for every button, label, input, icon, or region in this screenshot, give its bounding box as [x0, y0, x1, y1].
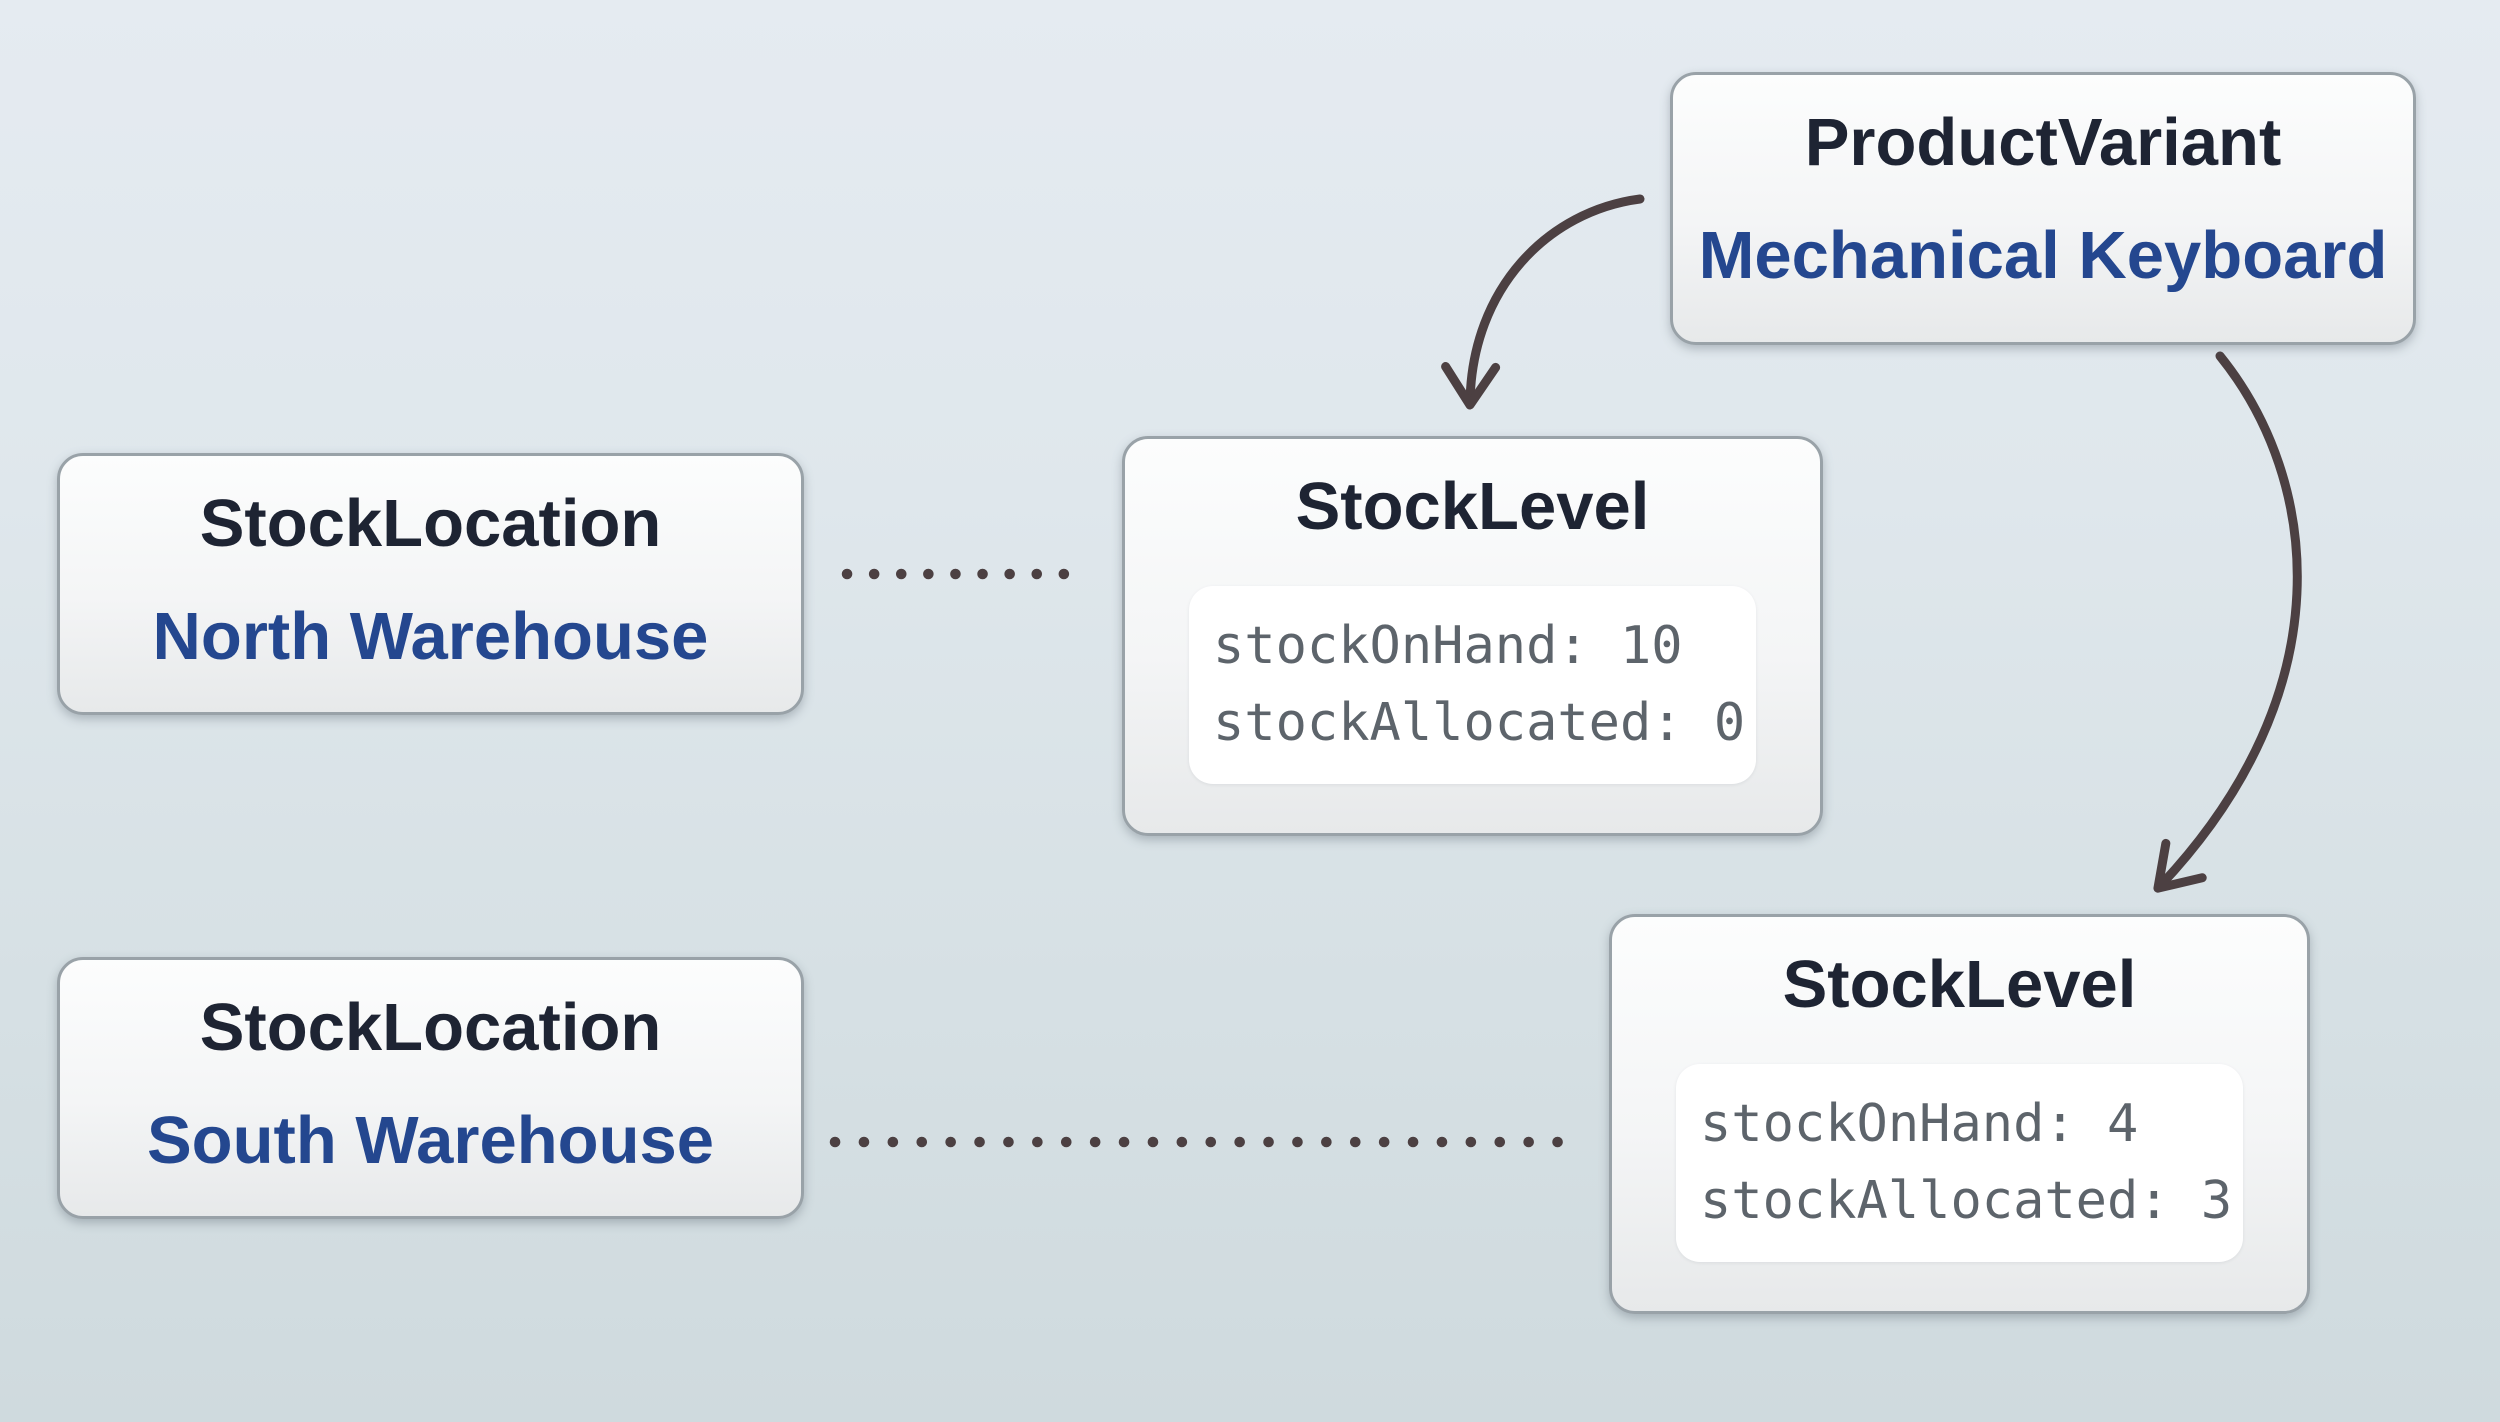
- entity-type-label: StockLocation: [199, 990, 662, 1065]
- node-stock-location-south: StockLocation South Warehouse: [57, 957, 804, 1219]
- stock-fields-panel: stockOnHand: 4 stockAllocated: 3: [1676, 1064, 2243, 1262]
- node-stock-level-south: StockLevel stockOnHand: 4 stockAllocated…: [1609, 914, 2310, 1314]
- entity-type-label: StockLevel: [1295, 469, 1650, 544]
- stock-allocated-field: stockAllocated: 3: [1700, 1170, 2233, 1231]
- stock-on-hand-field: stockOnHand: 10: [1213, 616, 1683, 676]
- node-product-variant: ProductVariant Mechanical Keyboard: [1670, 72, 2416, 345]
- arrow-productvariant-to-stocklevel-north: [1441, 194, 1645, 410]
- arrow-productvariant-to-stocklevel-south: [2153, 351, 2302, 893]
- stock-on-hand-field: stockOnHand: 4: [1700, 1094, 2139, 1154]
- entity-type-label: ProductVariant: [1804, 105, 2282, 180]
- entity-name-label: Mechanical Keyboard: [1698, 218, 2388, 293]
- entity-name-label: South Warehouse: [146, 1103, 715, 1178]
- entity-type-label: StockLevel: [1782, 947, 2137, 1022]
- entity-name-label: North Warehouse: [152, 599, 709, 674]
- node-stock-level-north: StockLevel stockOnHand: 10 stockAllocate…: [1122, 436, 1823, 836]
- stock-allocated-field: stockAllocated: 0: [1213, 692, 1746, 753]
- entity-type-label: StockLocation: [199, 486, 662, 561]
- node-stock-location-north: StockLocation North Warehouse: [57, 453, 804, 715]
- stock-fields-panel: stockOnHand: 10 stockAllocated: 0: [1189, 586, 1756, 784]
